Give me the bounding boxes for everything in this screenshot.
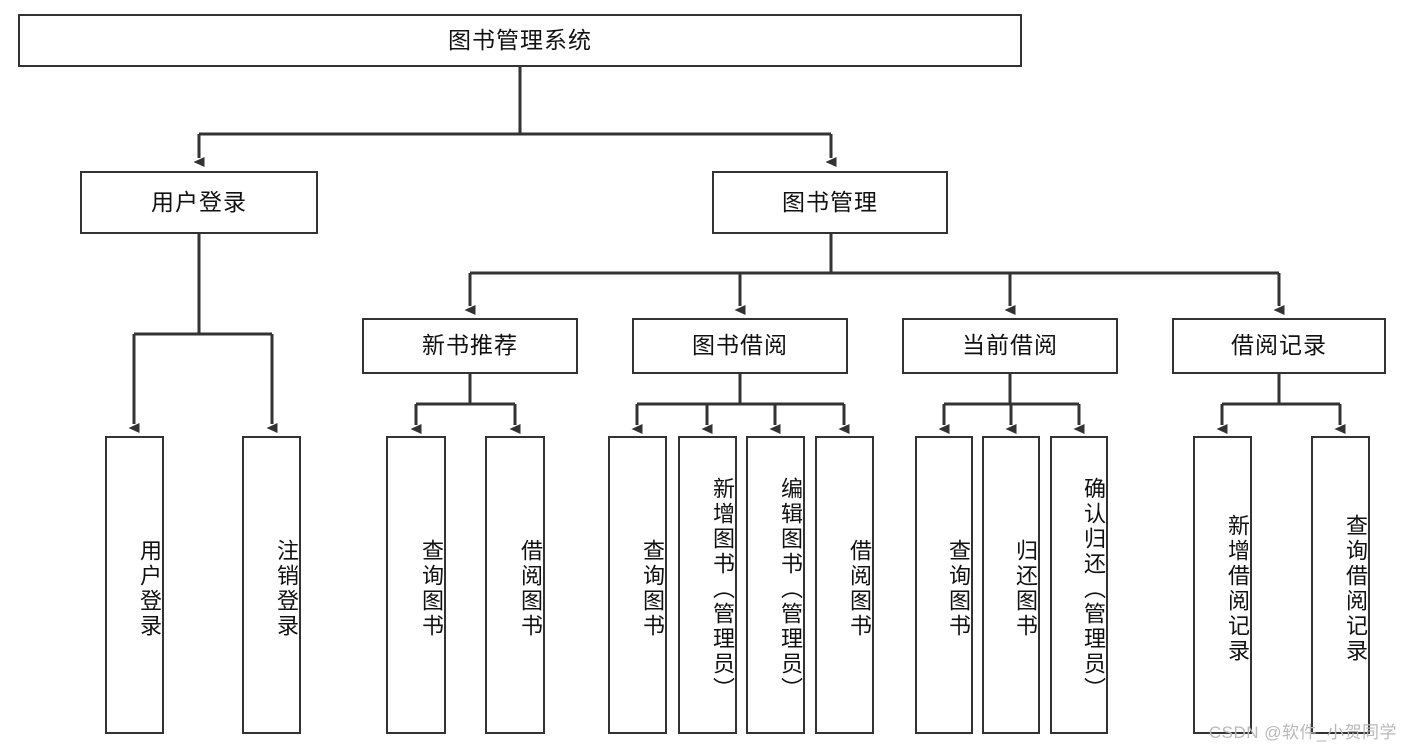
node-new-book-rec[interactable]: 新书推荐 xyxy=(362,318,578,374)
leaf-logout-label: 注销登录 xyxy=(274,539,299,639)
leaf-query-record[interactable]: 查询借阅记录 xyxy=(1311,436,1370,734)
leaf-query-book-2-label: 查询图书 xyxy=(640,539,665,639)
leaf-query-book-1[interactable]: 查询图书 xyxy=(386,436,446,734)
leaf-query-book-1-label: 查询图书 xyxy=(419,539,444,639)
leaf-edit-book[interactable]: 编辑图书（管理员） xyxy=(746,436,805,734)
node-user-login[interactable]: 用户登录 xyxy=(80,171,318,234)
node-book-manage[interactable]: 图书管理 xyxy=(712,171,948,234)
leaf-add-book[interactable]: 新增图书（管理员） xyxy=(678,436,737,734)
leaf-borrow-book-2-label: 借阅图书 xyxy=(847,539,872,639)
leaf-borrow-book-1-label: 借阅图书 xyxy=(518,539,543,639)
leaf-borrow-book-2[interactable]: 借阅图书 xyxy=(815,436,874,734)
node-root[interactable]: 图书管理系统 xyxy=(18,14,1022,67)
node-book-borrow[interactable]: 图书借阅 xyxy=(632,318,848,374)
node-user-login-label: 用户登录 xyxy=(151,188,247,215)
leaf-query-book-2[interactable]: 查询图书 xyxy=(608,436,667,734)
leaf-query-book-3[interactable]: 查询图书 xyxy=(915,436,973,734)
leaf-logout[interactable]: 注销登录 xyxy=(242,436,301,734)
leaf-confirm-return[interactable]: 确认归还（管理员） xyxy=(1050,436,1108,734)
leaf-borrow-book-1[interactable]: 借阅图书 xyxy=(485,436,545,734)
leaf-add-record[interactable]: 新增借阅记录 xyxy=(1193,436,1252,734)
leaf-return-book-label: 归还图书 xyxy=(1013,539,1038,639)
node-current-borrow-label: 当前借阅 xyxy=(962,332,1058,359)
node-new-book-rec-label: 新书推荐 xyxy=(422,332,518,359)
leaf-add-record-label: 新增借阅记录 xyxy=(1225,514,1250,664)
leaf-edit-book-label: 编辑图书（管理员） xyxy=(778,476,803,702)
node-book-borrow-label: 图书借阅 xyxy=(692,332,788,359)
leaf-add-book-label: 新增图书（管理员） xyxy=(710,476,735,702)
leaf-query-book-3-label: 查询图书 xyxy=(946,539,971,639)
node-book-manage-label: 图书管理 xyxy=(782,188,878,215)
leaf-confirm-return-label: 确认归还（管理员） xyxy=(1081,476,1106,702)
csdn-watermark: CSDN @软件_小贺同学 xyxy=(1208,723,1397,742)
leaf-user-login[interactable]: 用户登录 xyxy=(105,436,164,734)
leaf-query-record-label: 查询借阅记录 xyxy=(1343,514,1368,664)
leaf-return-book[interactable]: 归还图书 xyxy=(982,436,1040,734)
node-current-borrow[interactable]: 当前借阅 xyxy=(902,318,1118,374)
node-root-label: 图书管理系统 xyxy=(448,26,592,53)
node-borrow-record[interactable]: 借阅记录 xyxy=(1172,318,1386,374)
node-borrow-record-label: 借阅记录 xyxy=(1231,332,1327,359)
leaf-user-login-label: 用户登录 xyxy=(137,539,162,639)
